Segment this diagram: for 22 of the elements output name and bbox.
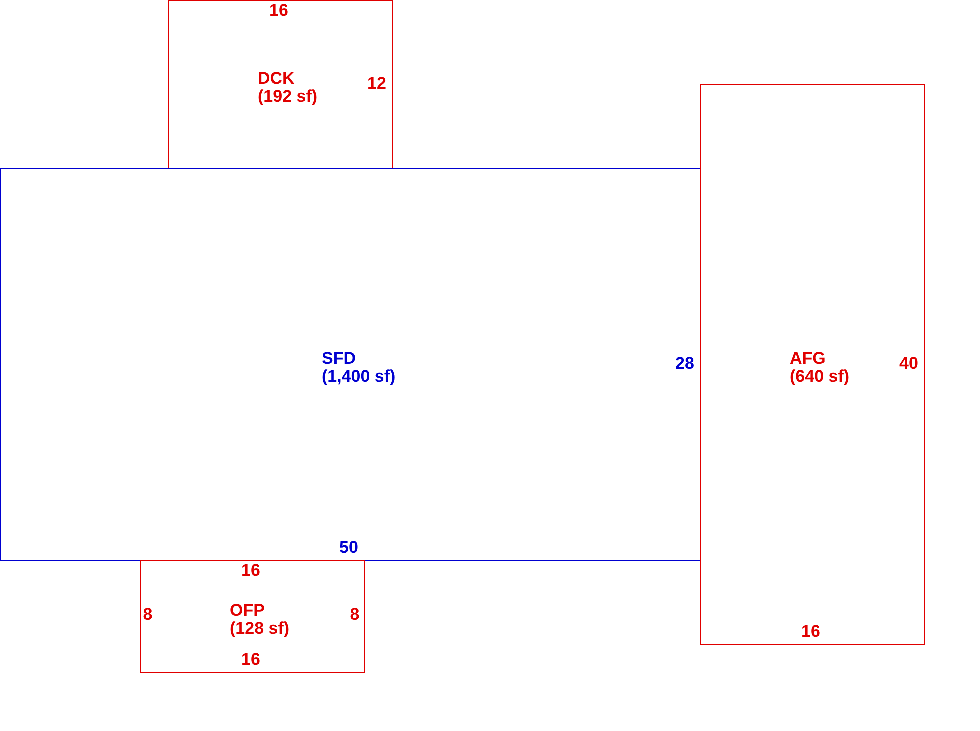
dimension-text: 16 xyxy=(270,2,288,20)
area-text: (128 sf) xyxy=(230,620,290,638)
area-text: (640 sf) xyxy=(790,368,850,386)
dimension-text: 8 xyxy=(350,606,360,624)
section-name: OFP xyxy=(230,602,265,620)
dimension-text: 40 xyxy=(900,355,918,373)
section-name: AFG xyxy=(790,350,826,368)
dimension-text: 8 xyxy=(143,606,153,624)
section-name: DCK xyxy=(258,70,295,88)
dimension-text: 16 xyxy=(802,623,820,641)
dimension-text: 50 xyxy=(340,539,358,557)
room-outline xyxy=(140,560,365,673)
dimension-text: 28 xyxy=(676,355,694,373)
area-text: (192 sf) xyxy=(258,88,318,106)
dimension-text: 12 xyxy=(368,75,386,93)
dimension-text: 16 xyxy=(242,651,260,669)
area-text: (1,400 sf) xyxy=(322,368,396,386)
dimension-text: 16 xyxy=(242,562,260,580)
room-outline xyxy=(0,168,701,561)
section-name: SFD xyxy=(322,350,356,368)
room-outline xyxy=(700,84,925,645)
room-outline xyxy=(168,0,393,169)
